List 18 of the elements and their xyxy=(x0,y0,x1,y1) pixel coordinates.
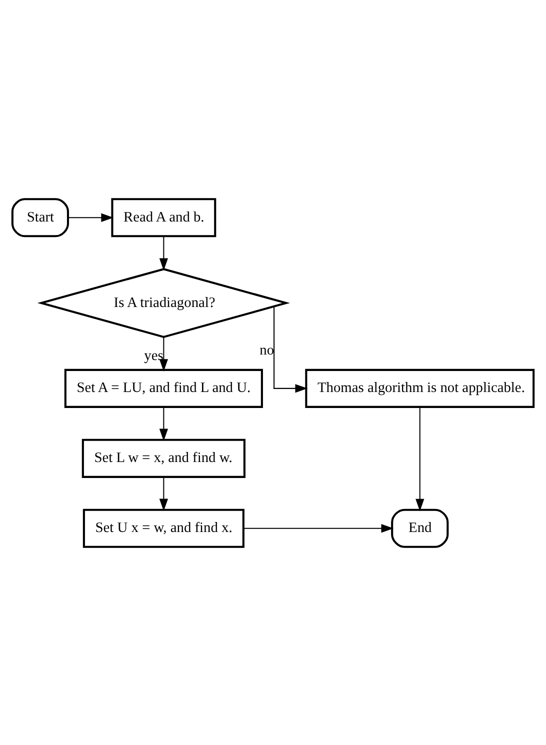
node-box: Start xyxy=(11,198,70,237)
arrow xyxy=(244,524,394,532)
node-box: Set L w = x, and find w. xyxy=(82,438,246,478)
arrow xyxy=(159,336,168,371)
edge-label: yes xyxy=(144,347,164,364)
edge-label: no xyxy=(260,342,274,358)
node-diamond: Is A triadiagonal? xyxy=(37,268,290,338)
node-box: End xyxy=(391,508,449,548)
arrow xyxy=(159,406,168,441)
arrow xyxy=(159,236,168,270)
node-box: Set U x = w, and find x. xyxy=(82,508,244,548)
node-box: Read A and b. xyxy=(111,198,216,237)
arrow xyxy=(68,212,114,222)
node-box: Thomas algorithm is not applicable. xyxy=(305,368,535,408)
node-box: Set A = LU, and find L and U. xyxy=(64,368,263,408)
arrow xyxy=(274,306,308,392)
arrow xyxy=(416,406,424,511)
arrow xyxy=(159,476,168,511)
